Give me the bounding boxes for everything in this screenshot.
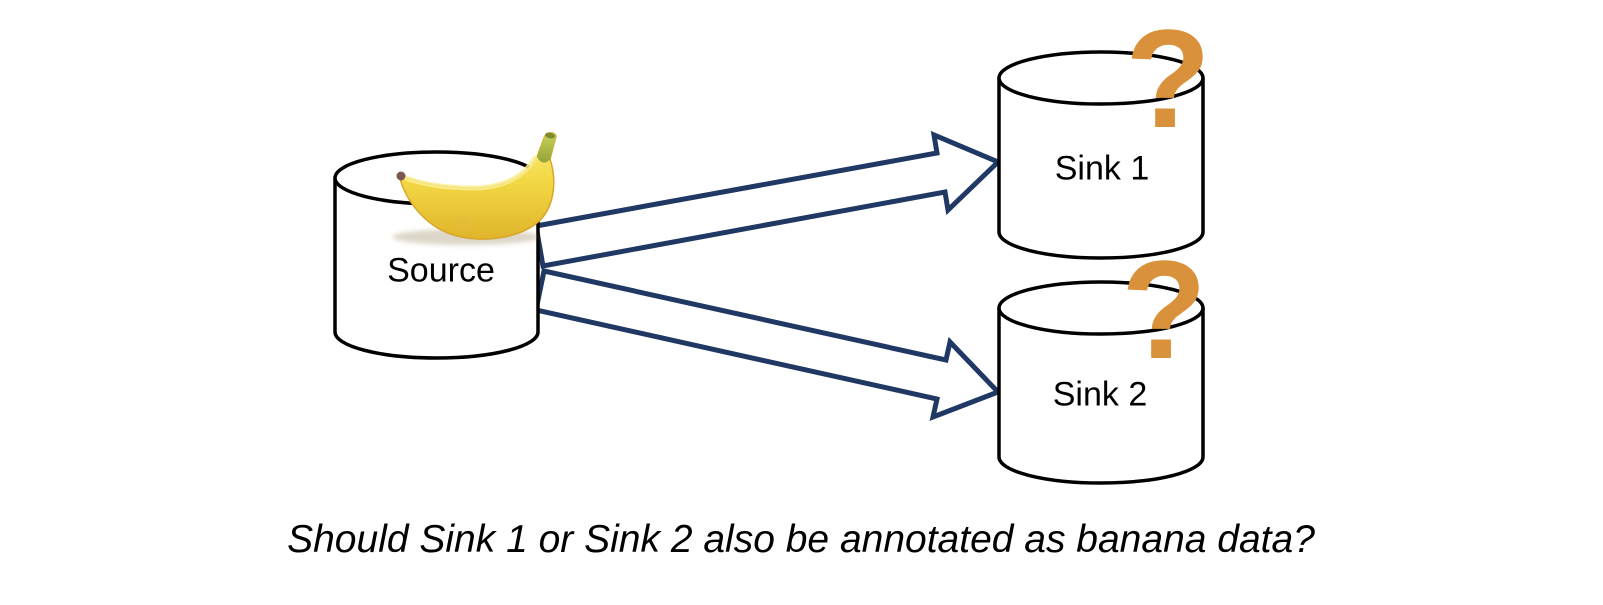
banana-tip bbox=[396, 171, 406, 181]
source-label: Source bbox=[387, 251, 495, 290]
sink2-cylinder-top bbox=[997, 280, 1205, 336]
banana-bruise bbox=[453, 215, 471, 233]
banana-icon bbox=[392, 132, 557, 245]
banana-highlight bbox=[398, 155, 538, 191]
question-mark-icon-sink2: ? bbox=[1121, 231, 1207, 388]
sink2-cylinder-body bbox=[997, 308, 1205, 485]
banana-stem-cap bbox=[545, 132, 555, 139]
sink1-label: Sink 1 bbox=[1054, 149, 1150, 188]
caption-text: Should Sink 1 or Sink 2 also be annotate… bbox=[287, 518, 1315, 561]
sink1-cylinder-body bbox=[997, 78, 1205, 260]
arrow-to-sink2 bbox=[533, 268, 1003, 422]
sink1-cylinder-top bbox=[997, 50, 1205, 106]
arrow-to-sink1 bbox=[533, 130, 1003, 269]
banana-stem bbox=[537, 132, 556, 163]
sink2-label: Sink 2 bbox=[1052, 375, 1148, 414]
question-mark-icon-sink1: ? bbox=[1125, 0, 1211, 157]
